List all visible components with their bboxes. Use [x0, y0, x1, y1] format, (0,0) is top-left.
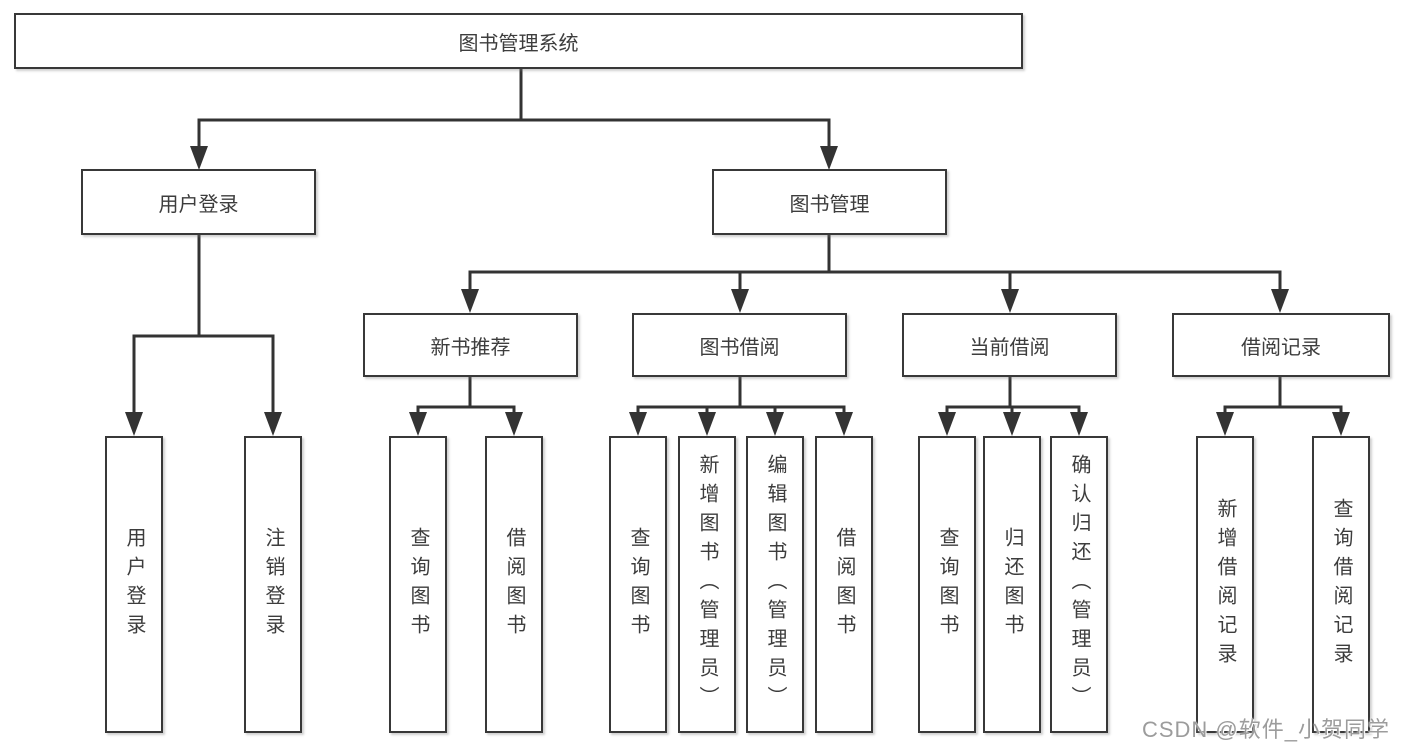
arrowhead-book-management	[820, 146, 838, 170]
leaf-return-books: 归还图书	[983, 436, 1041, 733]
arrowhead-leaf-query-books-borrow	[629, 412, 647, 436]
connector-new-book-split	[416, 377, 516, 414]
connector-book-borrow-split	[636, 377, 846, 414]
arrowhead-leaf-query-borrow-record	[1332, 412, 1350, 436]
node-book-borrow: 图书借阅	[632, 313, 847, 377]
leaf-query-borrow-record: 查询借阅记录	[1312, 436, 1370, 733]
node-user-login: 用户登录	[81, 169, 316, 235]
leaf-add-books-admin: 新增图书（管理员）	[678, 436, 736, 733]
arrowhead-leaf-logout	[264, 412, 282, 436]
arrowhead-current-borrow	[1001, 289, 1019, 313]
arrowhead-leaf-query-books-recommend	[409, 412, 427, 436]
arrowhead-leaf-user-login	[125, 412, 143, 436]
leaf-query-books-recommend: 查询图书	[389, 436, 447, 733]
arrowhead-leaf-borrow-books-recommend	[505, 412, 523, 436]
leaf-logout: 注销登录	[244, 436, 302, 733]
connector-book-management-split	[468, 235, 1282, 291]
node-book-management: 图书管理	[712, 169, 947, 235]
arrowhead-leaf-return-books	[1003, 412, 1021, 436]
connector-borrow-records-split	[1223, 377, 1343, 414]
arrowhead-leaf-query-books-current	[938, 412, 956, 436]
leaf-borrow-books: 借阅图书	[815, 436, 873, 733]
arrowhead-borrow-records	[1271, 289, 1289, 313]
node-new-book-recommend: 新书推荐	[363, 313, 578, 377]
connector-user-login-split	[132, 235, 275, 414]
arrowhead-new-book-recommend	[461, 289, 479, 313]
connector-root-split	[197, 69, 831, 148]
node-current-borrow: 当前借阅	[902, 313, 1117, 377]
leaf-add-borrow-record: 新增借阅记录	[1196, 436, 1254, 733]
leaf-confirm-return-admin: 确认归还（管理员）	[1050, 436, 1108, 733]
node-library-management-system: 图书管理系统	[14, 13, 1023, 69]
leaf-borrow-books-recommend: 借阅图书	[485, 436, 543, 733]
arrowhead-leaf-borrow-books	[835, 412, 853, 436]
connector-current-borrow-split	[945, 377, 1081, 414]
arrowhead-book-borrow	[731, 289, 749, 313]
leaf-query-books-borrow: 查询图书	[609, 436, 667, 733]
leaf-query-books-current: 查询图书	[918, 436, 976, 733]
arrowhead-leaf-edit-books-admin	[766, 412, 784, 436]
node-borrow-records: 借阅记录	[1172, 313, 1390, 377]
leaf-user-login: 用户登录	[105, 436, 163, 733]
arrowhead-leaf-add-books-admin	[698, 412, 716, 436]
arrowhead-leaf-add-borrow-record	[1216, 412, 1234, 436]
arrowhead-user-login	[190, 146, 208, 170]
leaf-edit-books-admin: 编辑图书（管理员）	[746, 436, 804, 733]
arrowhead-leaf-confirm-return-admin	[1070, 412, 1088, 436]
csdn-watermark: CSDN @软件_小贺同学	[1141, 717, 1390, 742]
